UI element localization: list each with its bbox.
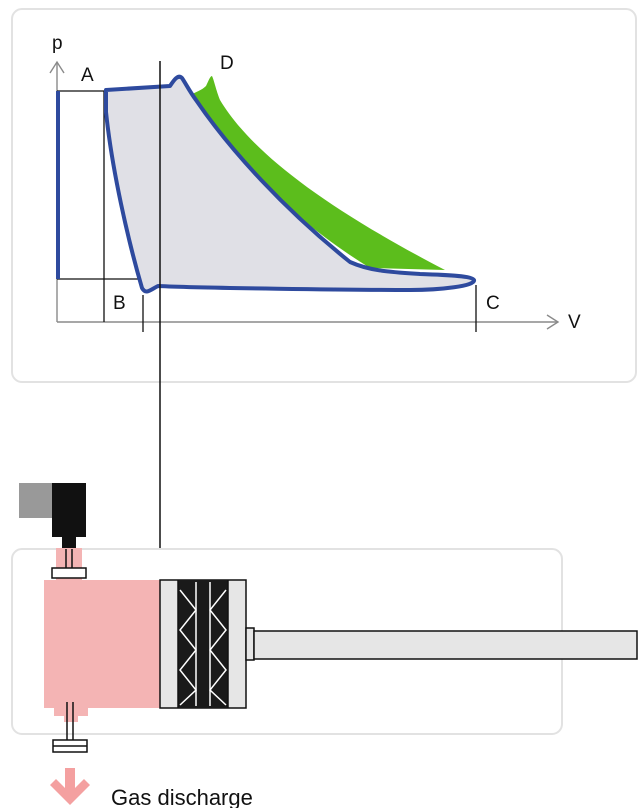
gas-chamber bbox=[44, 580, 160, 722]
pressure-axis-label: p bbox=[52, 33, 63, 54]
pv-chart-panel bbox=[11, 8, 637, 383]
reference-lines bbox=[57, 90, 477, 332]
discharge-valve bbox=[52, 702, 88, 753]
valve-actuator-stem bbox=[62, 537, 76, 549]
valve-actuator-housing bbox=[19, 483, 55, 518]
suction-valve bbox=[51, 549, 87, 579]
point-label-c: C bbox=[486, 293, 500, 314]
volume-axis-label: V bbox=[568, 312, 581, 333]
indicator-cycle bbox=[104, 74, 477, 294]
gas-discharge-caption: Gas discharge bbox=[111, 785, 253, 808]
pressure-axis-arrowhead bbox=[49, 60, 65, 74]
valve-actuator-body bbox=[52, 483, 86, 537]
point-label-b: B bbox=[113, 293, 126, 314]
point-label-d: D bbox=[220, 53, 234, 74]
gas-discharge-arrow-icon bbox=[50, 768, 90, 805]
piston bbox=[159, 579, 247, 709]
point-label-a: A bbox=[81, 65, 94, 86]
volume-axis-arrowhead bbox=[546, 314, 560, 330]
piston-rod bbox=[245, 627, 638, 661]
excess-work-area bbox=[188, 76, 445, 270]
